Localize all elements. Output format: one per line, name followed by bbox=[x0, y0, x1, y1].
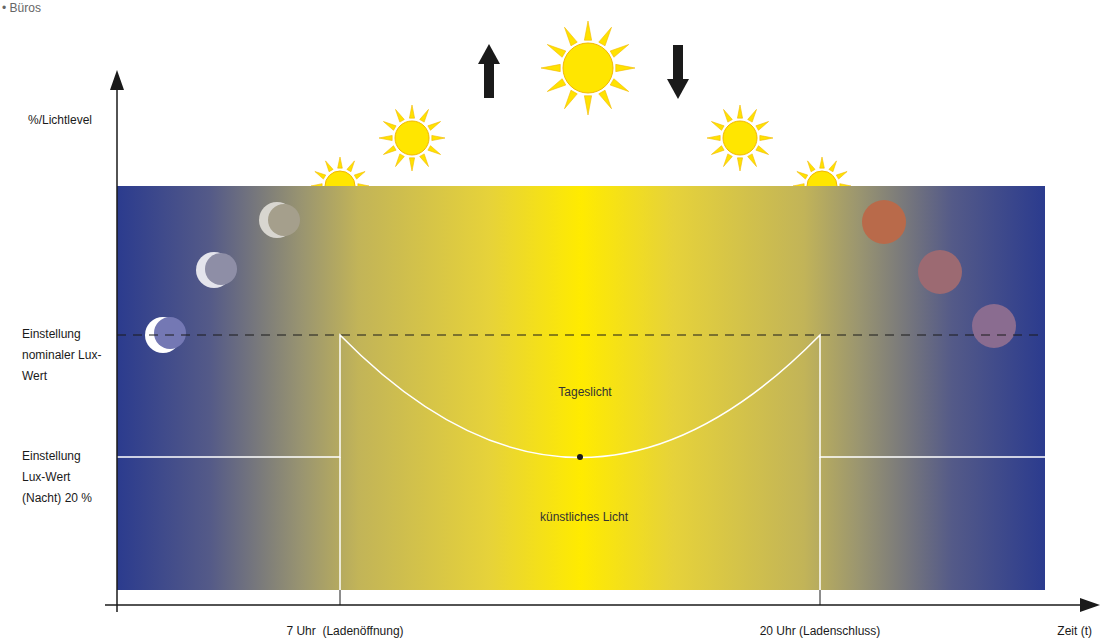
opening-time-label: 7 Uhr (Ladenöffnung) bbox=[230, 621, 460, 641]
x-arrowhead bbox=[1080, 598, 1100, 612]
y-axis-label: %/Lichtlevel bbox=[28, 110, 118, 131]
moon-symbols bbox=[145, 200, 1016, 353]
sun-symbols bbox=[311, 21, 851, 215]
opening-marker bbox=[339, 457, 341, 590]
opening-tick bbox=[340, 590, 341, 605]
daylight-band bbox=[117, 186, 1045, 590]
trend-arrows bbox=[478, 44, 689, 99]
sun-symbol bbox=[379, 105, 445, 171]
minimum-dot bbox=[577, 454, 583, 460]
y-arrowhead bbox=[110, 70, 124, 90]
night-setting-label: Einstellung Lux-Wert (Nacht) 20 % bbox=[22, 446, 104, 509]
sun-symbol bbox=[707, 105, 773, 171]
nominal-level-line bbox=[117, 335, 1045, 336]
closing-marker bbox=[819, 457, 821, 590]
section-bullet: • Büros bbox=[2, 1, 92, 15]
x-axis-label: Zeit (t) bbox=[1000, 621, 1092, 641]
daylight-label: Tageslicht bbox=[510, 382, 660, 403]
artificial-light-label: künstliches Licht bbox=[494, 507, 674, 528]
closing-time-label: 20 Uhr (Ladenschluss) bbox=[700, 621, 940, 641]
artificial-light-curve bbox=[117, 335, 1045, 458]
axes bbox=[105, 80, 1085, 612]
sun-symbol bbox=[541, 21, 635, 115]
closing-tick bbox=[820, 590, 821, 605]
nominal-setting-label: Einstellung nominaler Lux-Wert bbox=[22, 324, 104, 387]
